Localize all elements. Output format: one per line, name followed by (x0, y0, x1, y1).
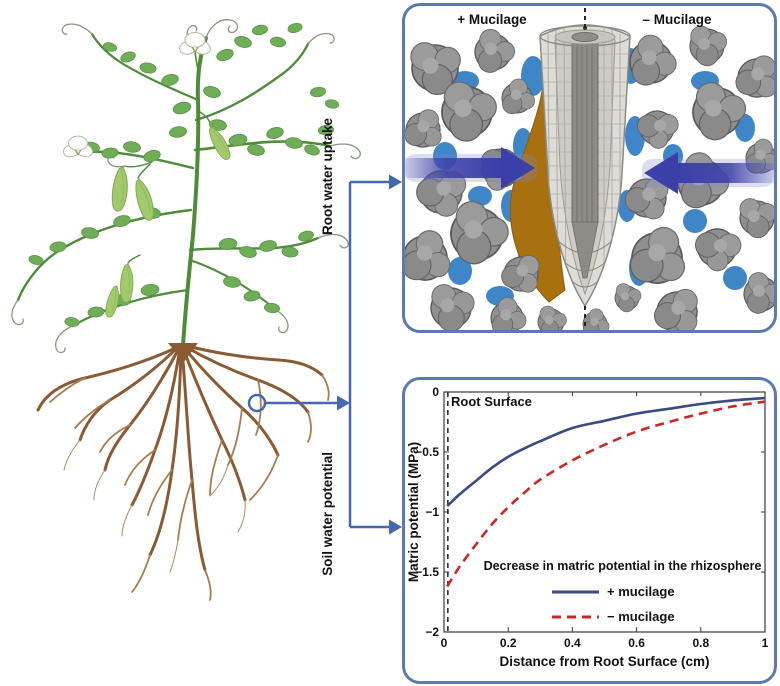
svg-text:1: 1 (762, 636, 769, 650)
root-surface-annotation: Root Surface (451, 394, 532, 409)
root-tip-illustration (539, 24, 631, 308)
legend-plus-mucilage: + mucilage (607, 584, 675, 599)
minus-mucilage-label: – Mucilage (642, 12, 712, 27)
root-system-illustration (36, 343, 330, 601)
water-flow-arrow-left (405, 147, 537, 189)
svg-text:−1: −1 (425, 505, 439, 519)
pea-plant-illustration (11, 19, 361, 601)
root-tip-soil-illustration (405, 8, 774, 330)
curve-plus-mucilage (446, 396, 766, 507)
soil-water-potential-label: Soil water potential (320, 452, 335, 576)
x-axis-label: Distance from Root Surface (cm) (499, 654, 709, 669)
matric-potential-chart: 0 0.2 0.4 0.6 0.8 1 0 −0.5 −1 −1.5 −2 Root SurfaceD… (406, 385, 769, 669)
svg-text:0.2: 0.2 (500, 636, 517, 650)
svg-text:0.4: 0.4 (564, 636, 581, 650)
y-axis-label: Matric potential (MPa) (406, 442, 421, 582)
legend-minus-mucilage: − mucilage (607, 609, 675, 624)
svg-text:0.6: 0.6 (628, 636, 645, 650)
plus-mucilage-label: + Mucilage (457, 12, 527, 27)
svg-text:−1.5: −1.5 (415, 565, 439, 579)
root-water-uptake-label: Root water uptake (320, 118, 335, 236)
root-water-uptake-panel: + Mucilage – Mucilage (402, 3, 777, 333)
svg-text:0: 0 (432, 385, 439, 399)
svg-text:−0.5: −0.5 (415, 445, 439, 459)
svg-text:0.8: 0.8 (692, 636, 709, 650)
water-flow-arrow-right (642, 152, 774, 194)
chart-annotation: Decrease in matric potential in the rhiz… (484, 559, 762, 573)
svg-text:0: 0 (441, 636, 448, 650)
curve-minus-mucilage (446, 400, 766, 588)
plant-leaves (27, 21, 340, 328)
svg-text:−2: −2 (425, 625, 439, 639)
